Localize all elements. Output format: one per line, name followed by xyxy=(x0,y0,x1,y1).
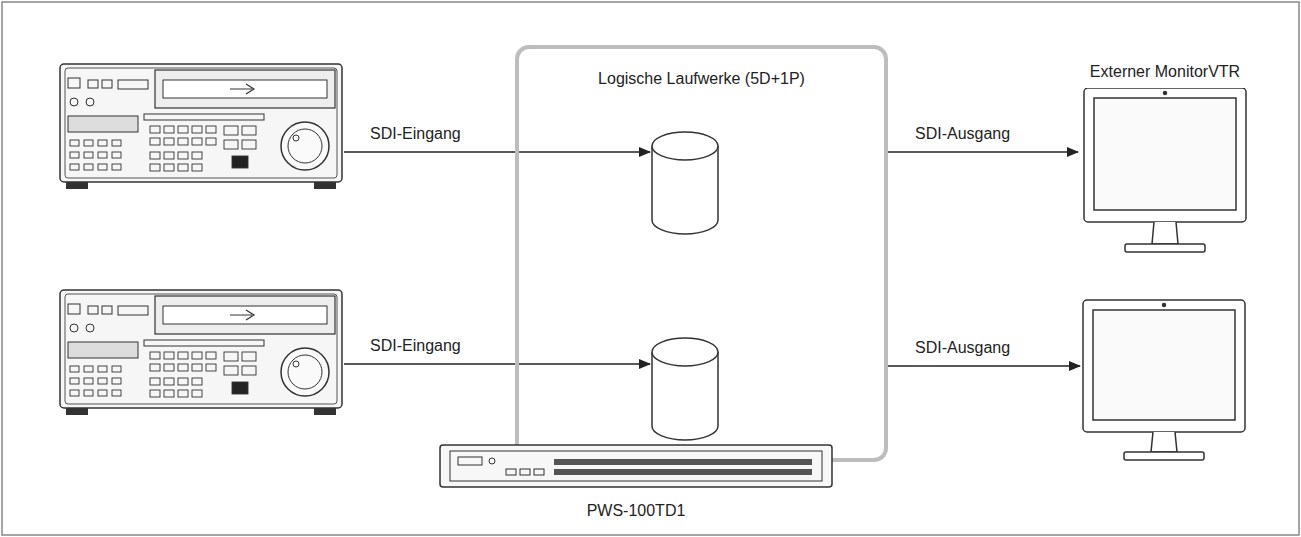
monitor-display: Externer MonitorVTR xyxy=(1078,62,1252,268)
monitor-drawing xyxy=(1078,88,1252,268)
server-unit: PWS-100TD1 xyxy=(436,441,836,525)
signal-name: SDI-Eingang xyxy=(370,336,461,355)
storage-group: Logische Laufwerke (5D+1P) xyxy=(515,45,888,462)
node-label: Logische Laufwerke (5D+1P) xyxy=(519,69,884,88)
node-label: Externer MonitorVTR xyxy=(1078,62,1252,81)
node-label: PWS-100TD1 xyxy=(436,501,836,520)
server-drawing xyxy=(436,441,836,491)
signal-name: SDI-Ausgang xyxy=(915,338,1010,357)
edge-label: SDI-Ausgang xyxy=(915,124,1010,143)
signal-arrow xyxy=(888,151,1078,153)
signal-name: SDI-Eingang xyxy=(370,124,461,143)
